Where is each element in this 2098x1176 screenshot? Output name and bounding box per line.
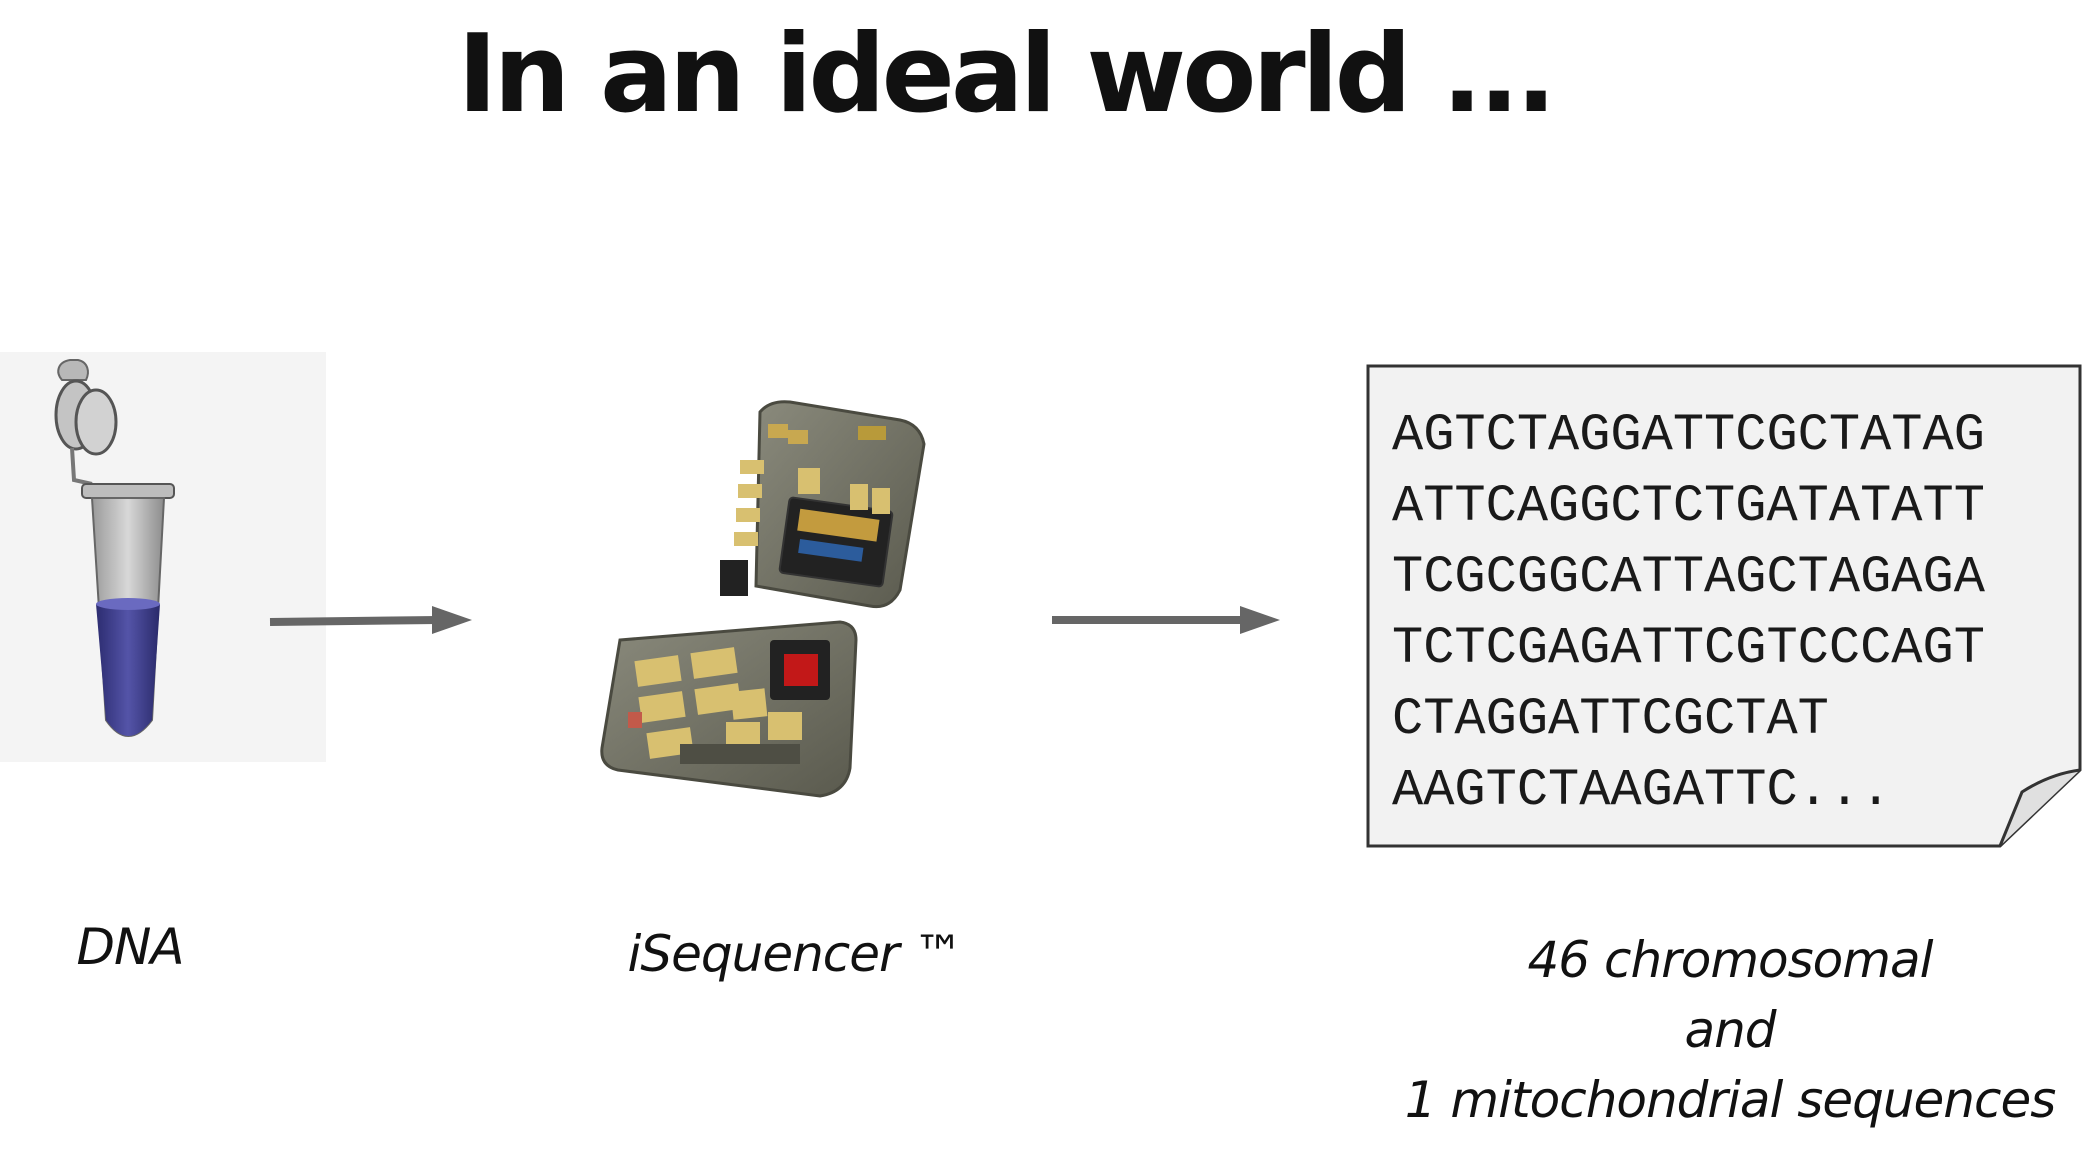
page-title: In an ideal world ... xyxy=(457,12,1556,137)
sequence-line: AGTCTAGGATTCGCTATAG xyxy=(1392,406,1985,465)
caption-output-line: and xyxy=(1684,1001,1776,1059)
sequence-line: ATTCAGGCTCTGATATATT xyxy=(1392,477,1985,536)
sequence-line: TCGCGGCATTAGCTAGAGA xyxy=(1392,548,1985,607)
arrow-2 xyxy=(1052,606,1280,634)
caption-dna: DNA xyxy=(76,918,184,976)
tricorder-device-icon xyxy=(600,400,926,798)
sequence-line: AAGTCTAAGATTC... xyxy=(1392,761,1892,820)
sequence-line: CTAGGATTCGCTAT xyxy=(1392,690,1829,749)
microcentrifuge-tube-icon xyxy=(54,359,175,737)
caption-sequencer: iSequencer ™ xyxy=(627,925,964,983)
sequence-line: TCTCGAGATTCGTCCCAGT xyxy=(1392,619,1985,678)
caption-output-line: 46 chromosomal xyxy=(1527,931,1933,989)
tube-image-background xyxy=(0,352,326,762)
sequence-text: AGTCTAGGATTCGCTATAG ATTCAGGCTCTGATATATT … xyxy=(1392,400,1985,826)
document-icon xyxy=(1366,364,2082,848)
arrow-1 xyxy=(269,606,472,634)
caption-output: 46 chromosomal and 1 mitochondrial seque… xyxy=(1390,925,2070,1135)
caption-output-line: 1 mitochondrial sequences xyxy=(1404,1071,2057,1129)
